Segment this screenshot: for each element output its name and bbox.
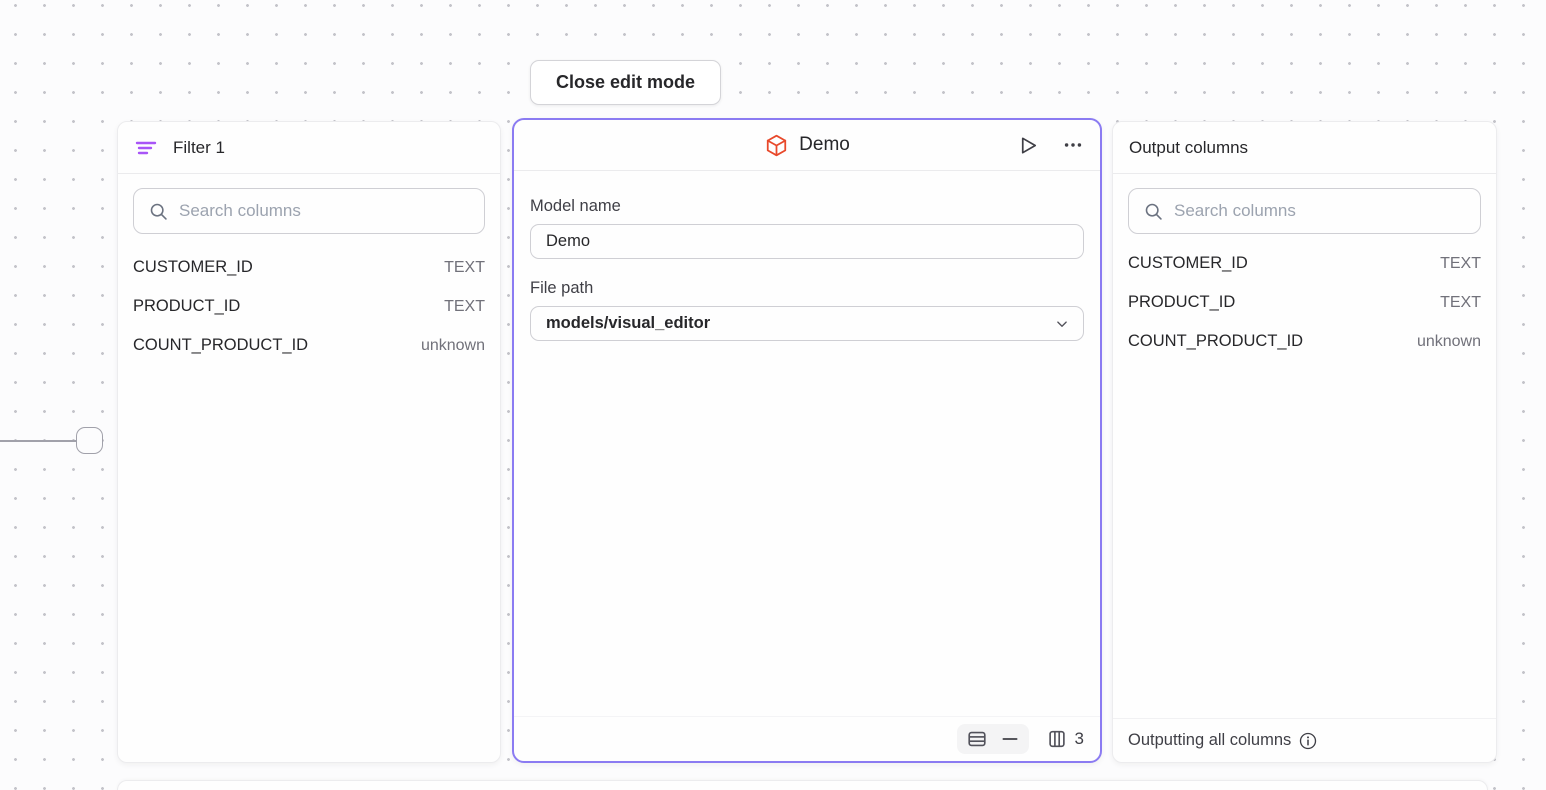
column-type: unknown <box>420 336 485 354</box>
column-row[interactable]: COUNT_PRODUCT_ID unknown <box>133 326 485 365</box>
column-type: TEXT <box>1440 293 1481 311</box>
column-name: PRODUCT_ID <box>133 297 241 315</box>
output-footer-text: Outputting all columns <box>1128 731 1292 749</box>
output-column-list: CUSTOMER_ID TEXT PRODUCT_ID TEXT COUNT_P… <box>1113 244 1496 361</box>
model-name-label: Model name <box>530 197 621 215</box>
bottom-node-panel[interactable] <box>117 780 1488 790</box>
row-preview-toggle[interactable] <box>956 724 1029 754</box>
model-panel-footer: 3 <box>514 716 1100 761</box>
filter-icon <box>134 136 158 160</box>
run-model-button[interactable] <box>1017 134 1040 157</box>
column-name: COUNT_PRODUCT_ID <box>133 336 309 354</box>
column-row[interactable]: CUSTOMER_ID TEXT <box>1128 244 1481 283</box>
column-name: PRODUCT_ID <box>1128 293 1236 311</box>
output-panel-header: Output columns <box>1113 122 1496 174</box>
output-panel-title: Output columns <box>1129 137 1249 157</box>
file-path-select[interactable]: models/visual_editor <box>530 306 1084 341</box>
column-name: COUNT_PRODUCT_ID <box>1128 332 1304 350</box>
column-type: TEXT <box>444 258 485 276</box>
column-type: TEXT <box>444 297 485 315</box>
column-name: CUSTOMER_ID <box>1128 254 1248 272</box>
connector-handle[interactable] <box>76 427 103 454</box>
output-panel-footer: Outputting all columns <box>1113 718 1496 762</box>
column-type: unknown <box>1416 332 1481 350</box>
column-type: TEXT <box>1440 254 1481 272</box>
info-icon[interactable] <box>1298 731 1318 751</box>
chevron-down-icon <box>1053 315 1071 333</box>
filter-panel-header: Filter 1 <box>118 122 500 174</box>
model-panel-header: Demo <box>514 120 1100 171</box>
filter-search-input[interactable] <box>179 201 470 221</box>
column-row[interactable]: PRODUCT_ID TEXT <box>133 287 485 326</box>
close-edit-mode-button[interactable]: Close edit mode <box>530 60 721 105</box>
model-panel-title: Demo <box>799 134 850 155</box>
file-path-value: models/visual_editor <box>546 314 711 332</box>
model-name-input[interactable] <box>530 224 1084 259</box>
column-row[interactable]: CUSTOMER_ID TEXT <box>133 248 485 287</box>
connector-edge <box>0 440 78 442</box>
minus-icon <box>1000 729 1020 749</box>
filter-search-box[interactable] <box>133 188 485 234</box>
table-columns-icon <box>1046 728 1068 750</box>
column-count-indicator[interactable]: 3 <box>1046 728 1084 750</box>
filter-column-list: CUSTOMER_ID TEXT PRODUCT_ID TEXT COUNT_P… <box>118 244 500 365</box>
column-row[interactable]: PRODUCT_ID TEXT <box>1128 283 1481 322</box>
column-count-value: 3 <box>1074 729 1084 748</box>
output-columns-panel[interactable]: Output columns CUSTOMER_ID TEXT PRODUCT_… <box>1112 121 1497 763</box>
table-rows-icon <box>966 728 988 750</box>
search-icon <box>148 201 169 222</box>
cube-icon <box>764 133 789 158</box>
filter-panel-title: Filter 1 <box>173 137 225 157</box>
output-search-box[interactable] <box>1128 188 1481 234</box>
more-options-icon[interactable] <box>1062 134 1084 156</box>
filter-node-panel[interactable]: Filter 1 CUSTOMER_ID TEXT PRODUCT_ID TEX… <box>117 121 501 763</box>
output-search-input[interactable] <box>1174 201 1466 221</box>
column-row[interactable]: COUNT_PRODUCT_ID unknown <box>1128 322 1481 361</box>
column-name: CUSTOMER_ID <box>133 258 253 276</box>
model-node-panel[interactable]: Demo Model name File path models/visual_… <box>512 118 1102 763</box>
search-icon <box>1143 201 1164 222</box>
file-path-label: File path <box>530 279 594 297</box>
